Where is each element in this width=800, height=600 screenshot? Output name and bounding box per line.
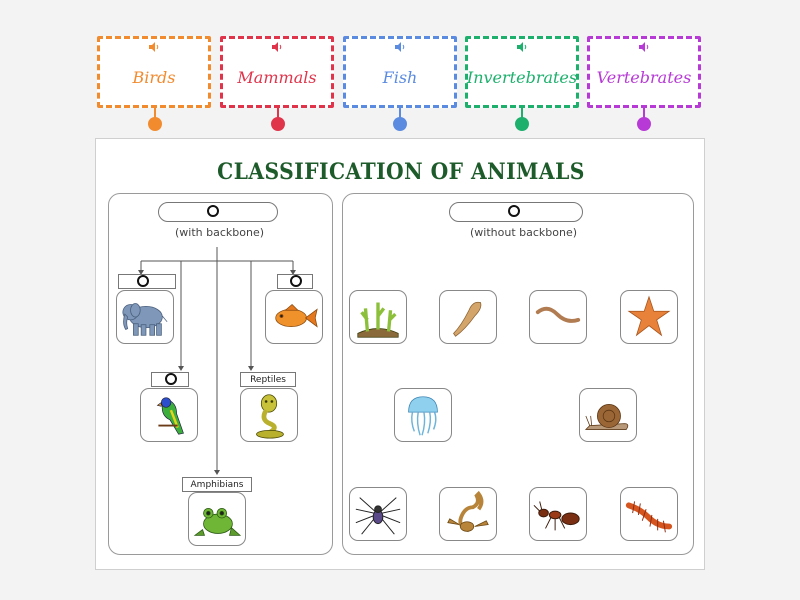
drop-target[interactable] xyxy=(137,275,149,287)
classification-board: CLASSIFICATION OF ANIMALS (with ba xyxy=(95,138,705,570)
speaker-icon[interactable] xyxy=(516,41,528,53)
speaker-icon[interactable] xyxy=(394,41,406,53)
label-pin[interactable] xyxy=(393,117,407,131)
label-stem xyxy=(643,108,645,120)
drop-target[interactable] xyxy=(508,205,520,217)
invertebrates-drop-zone[interactable] xyxy=(449,202,583,222)
label-pin[interactable] xyxy=(271,117,285,131)
label-text: Invertebrates xyxy=(466,67,578,87)
label-invertebrates[interactable]: Invertebrates xyxy=(465,36,579,108)
ant-picture xyxy=(529,487,587,541)
label-text: Vertebrates xyxy=(596,67,692,87)
invertebrates-panel: (without backbone) xyxy=(342,193,694,555)
drop-target[interactable] xyxy=(207,205,219,217)
label-pin[interactable] xyxy=(148,117,162,131)
label-stem xyxy=(154,108,156,120)
speaker-icon[interactable] xyxy=(271,41,283,53)
fish-drop-zone[interactable] xyxy=(277,274,313,289)
spider-picture xyxy=(349,487,407,541)
speaker-icon[interactable] xyxy=(148,41,160,53)
label-stem xyxy=(277,108,279,120)
drop-target[interactable] xyxy=(290,275,302,287)
fish-picture xyxy=(265,290,323,344)
snail-picture xyxy=(579,388,637,442)
flatworm-picture xyxy=(439,290,497,344)
without-backbone-caption: (without backbone) xyxy=(470,226,578,239)
label-text: Birds xyxy=(132,67,176,87)
label-vertebrates[interactable]: Vertebrates xyxy=(587,36,701,108)
drop-target[interactable] xyxy=(165,373,177,385)
parrot-picture xyxy=(140,388,198,442)
cobra-picture xyxy=(240,388,298,442)
label-pin[interactable] xyxy=(515,117,529,131)
birds-drop-zone[interactable] xyxy=(151,372,189,387)
earthworm-picture xyxy=(529,290,587,344)
board-title: CLASSIFICATION OF ANIMALS xyxy=(217,159,585,185)
amphibians-label[interactable]: Amphibians xyxy=(182,477,252,492)
label-text: Fish xyxy=(382,67,418,87)
label-fish[interactable]: Fish xyxy=(343,36,457,108)
centipede-picture xyxy=(620,487,678,541)
starfish-picture xyxy=(620,290,678,344)
label-stem xyxy=(399,108,401,120)
speaker-icon[interactable] xyxy=(638,41,650,53)
frog-picture xyxy=(188,492,246,546)
elephant-picture xyxy=(116,290,174,344)
label-pin[interactable] xyxy=(637,117,651,131)
label-text: Mammals xyxy=(237,67,317,87)
label-stem xyxy=(521,108,523,120)
vertebrates-panel: (with backbone) xyxy=(108,193,333,555)
label-birds[interactable]: Birds xyxy=(97,36,211,108)
with-backbone-caption: (with backbone) xyxy=(175,226,265,239)
coral-picture xyxy=(349,290,407,344)
label-mammals[interactable]: Mammals xyxy=(220,36,334,108)
tree-connector-lines xyxy=(138,247,296,475)
reptiles-label[interactable]: Reptiles xyxy=(240,372,296,387)
jellyfish-picture xyxy=(394,388,452,442)
mammals-drop-zone[interactable] xyxy=(118,274,176,289)
vertebrates-drop-zone[interactable] xyxy=(158,202,278,222)
scorpion-picture xyxy=(439,487,497,541)
